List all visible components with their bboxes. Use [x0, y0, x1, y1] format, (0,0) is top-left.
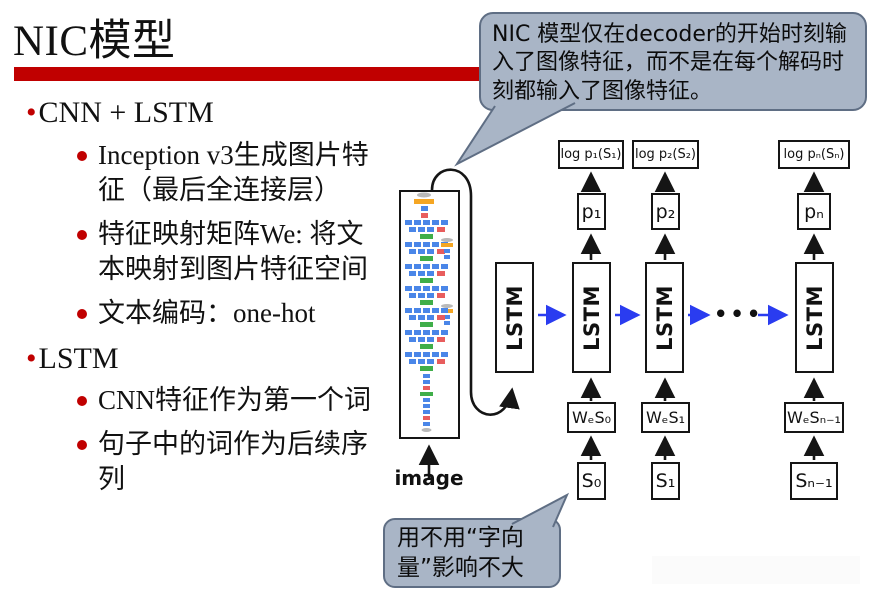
lstm-box-0: LSTM	[495, 262, 534, 373]
image-label: image	[394, 466, 464, 490]
sub-bullet-item: CNN特征作为第一个词	[70, 383, 388, 419]
s0-box: S₀	[577, 462, 606, 500]
ellipsis-dots: •••	[714, 302, 764, 326]
lstm-label: LSTM	[502, 284, 527, 351]
lstm-box-n: LSTM	[795, 262, 834, 373]
bottom-callout-bubble: 用不用“字向量”影响不大	[383, 518, 561, 588]
sub-bullet-item: 特征映射矩阵We: 将文本映射到图片特征空间	[70, 217, 388, 288]
lstm-box-1: LSTM	[572, 262, 611, 373]
lstm-label: LSTM	[802, 284, 827, 351]
sub-bullet-list: Inception v3生成图片特征（最后全连接层） 特征映射矩阵We: 将文本…	[70, 138, 388, 332]
we-sn-box: WₑSₙ₋₁	[784, 402, 844, 433]
watermark-area	[652, 556, 860, 584]
p1-box: p₁	[577, 193, 606, 230]
sub-bullet-item: 文本编码：one-hot	[70, 296, 388, 332]
bullet-marker: •	[26, 96, 37, 129]
bullet-group-cnn-lstm: •CNN + LSTM Inception v3生成图片特征（最后全连接层） 特…	[26, 94, 406, 332]
cnn-box	[399, 190, 460, 439]
log-p2-box: log p₂(S₂)	[632, 140, 699, 169]
bullet-main: •LSTM	[26, 340, 406, 378]
sub-bullet-item: Inception v3生成图片特征（最后全连接层）	[70, 138, 388, 209]
log-p1-box: log p₁(S₁)	[558, 140, 624, 169]
p2-box: p₂	[651, 193, 680, 230]
lstm-label: LSTM	[652, 284, 677, 351]
bullet-main: •CNN + LSTM	[26, 94, 406, 132]
inception-network-graphic	[405, 192, 453, 432]
we-s0-box: WₑS₀	[567, 402, 616, 433]
lstm-label: LSTM	[579, 284, 604, 351]
log-pn-box: log pₙ(Sₙ)	[778, 140, 850, 169]
top-callout-bubble: NIC 模型仅在decoder的开始时刻输入了图像特征，而不是在每个解码时刻都输…	[479, 12, 867, 111]
pn-box: pₙ	[797, 193, 831, 230]
sn-box: Sₙ₋₁	[790, 462, 838, 500]
sub-bullet-item: 句子中的词作为后续序列	[70, 427, 388, 498]
page-title: NIC模型	[13, 18, 176, 65]
title-underline-bar	[14, 67, 480, 81]
we-s1-box: WₑS₁	[641, 402, 690, 433]
bullet-marker: •	[26, 341, 37, 375]
sub-bullet-list: CNN特征作为第一个词 句子中的词作为后续序列	[70, 383, 388, 498]
bullet-main-label: LSTM	[38, 341, 119, 375]
s1-box: S₁	[651, 462, 680, 500]
bullet-main-label: CNN + LSTM	[38, 96, 214, 129]
lstm-box-2: LSTM	[645, 262, 684, 373]
bullet-list: •CNN + LSTM Inception v3生成图片特征（最后全连接层） 特…	[26, 92, 406, 506]
bullet-group-lstm: •LSTM CNN特征作为第一个词 句子中的词作为后续序列	[26, 340, 406, 498]
